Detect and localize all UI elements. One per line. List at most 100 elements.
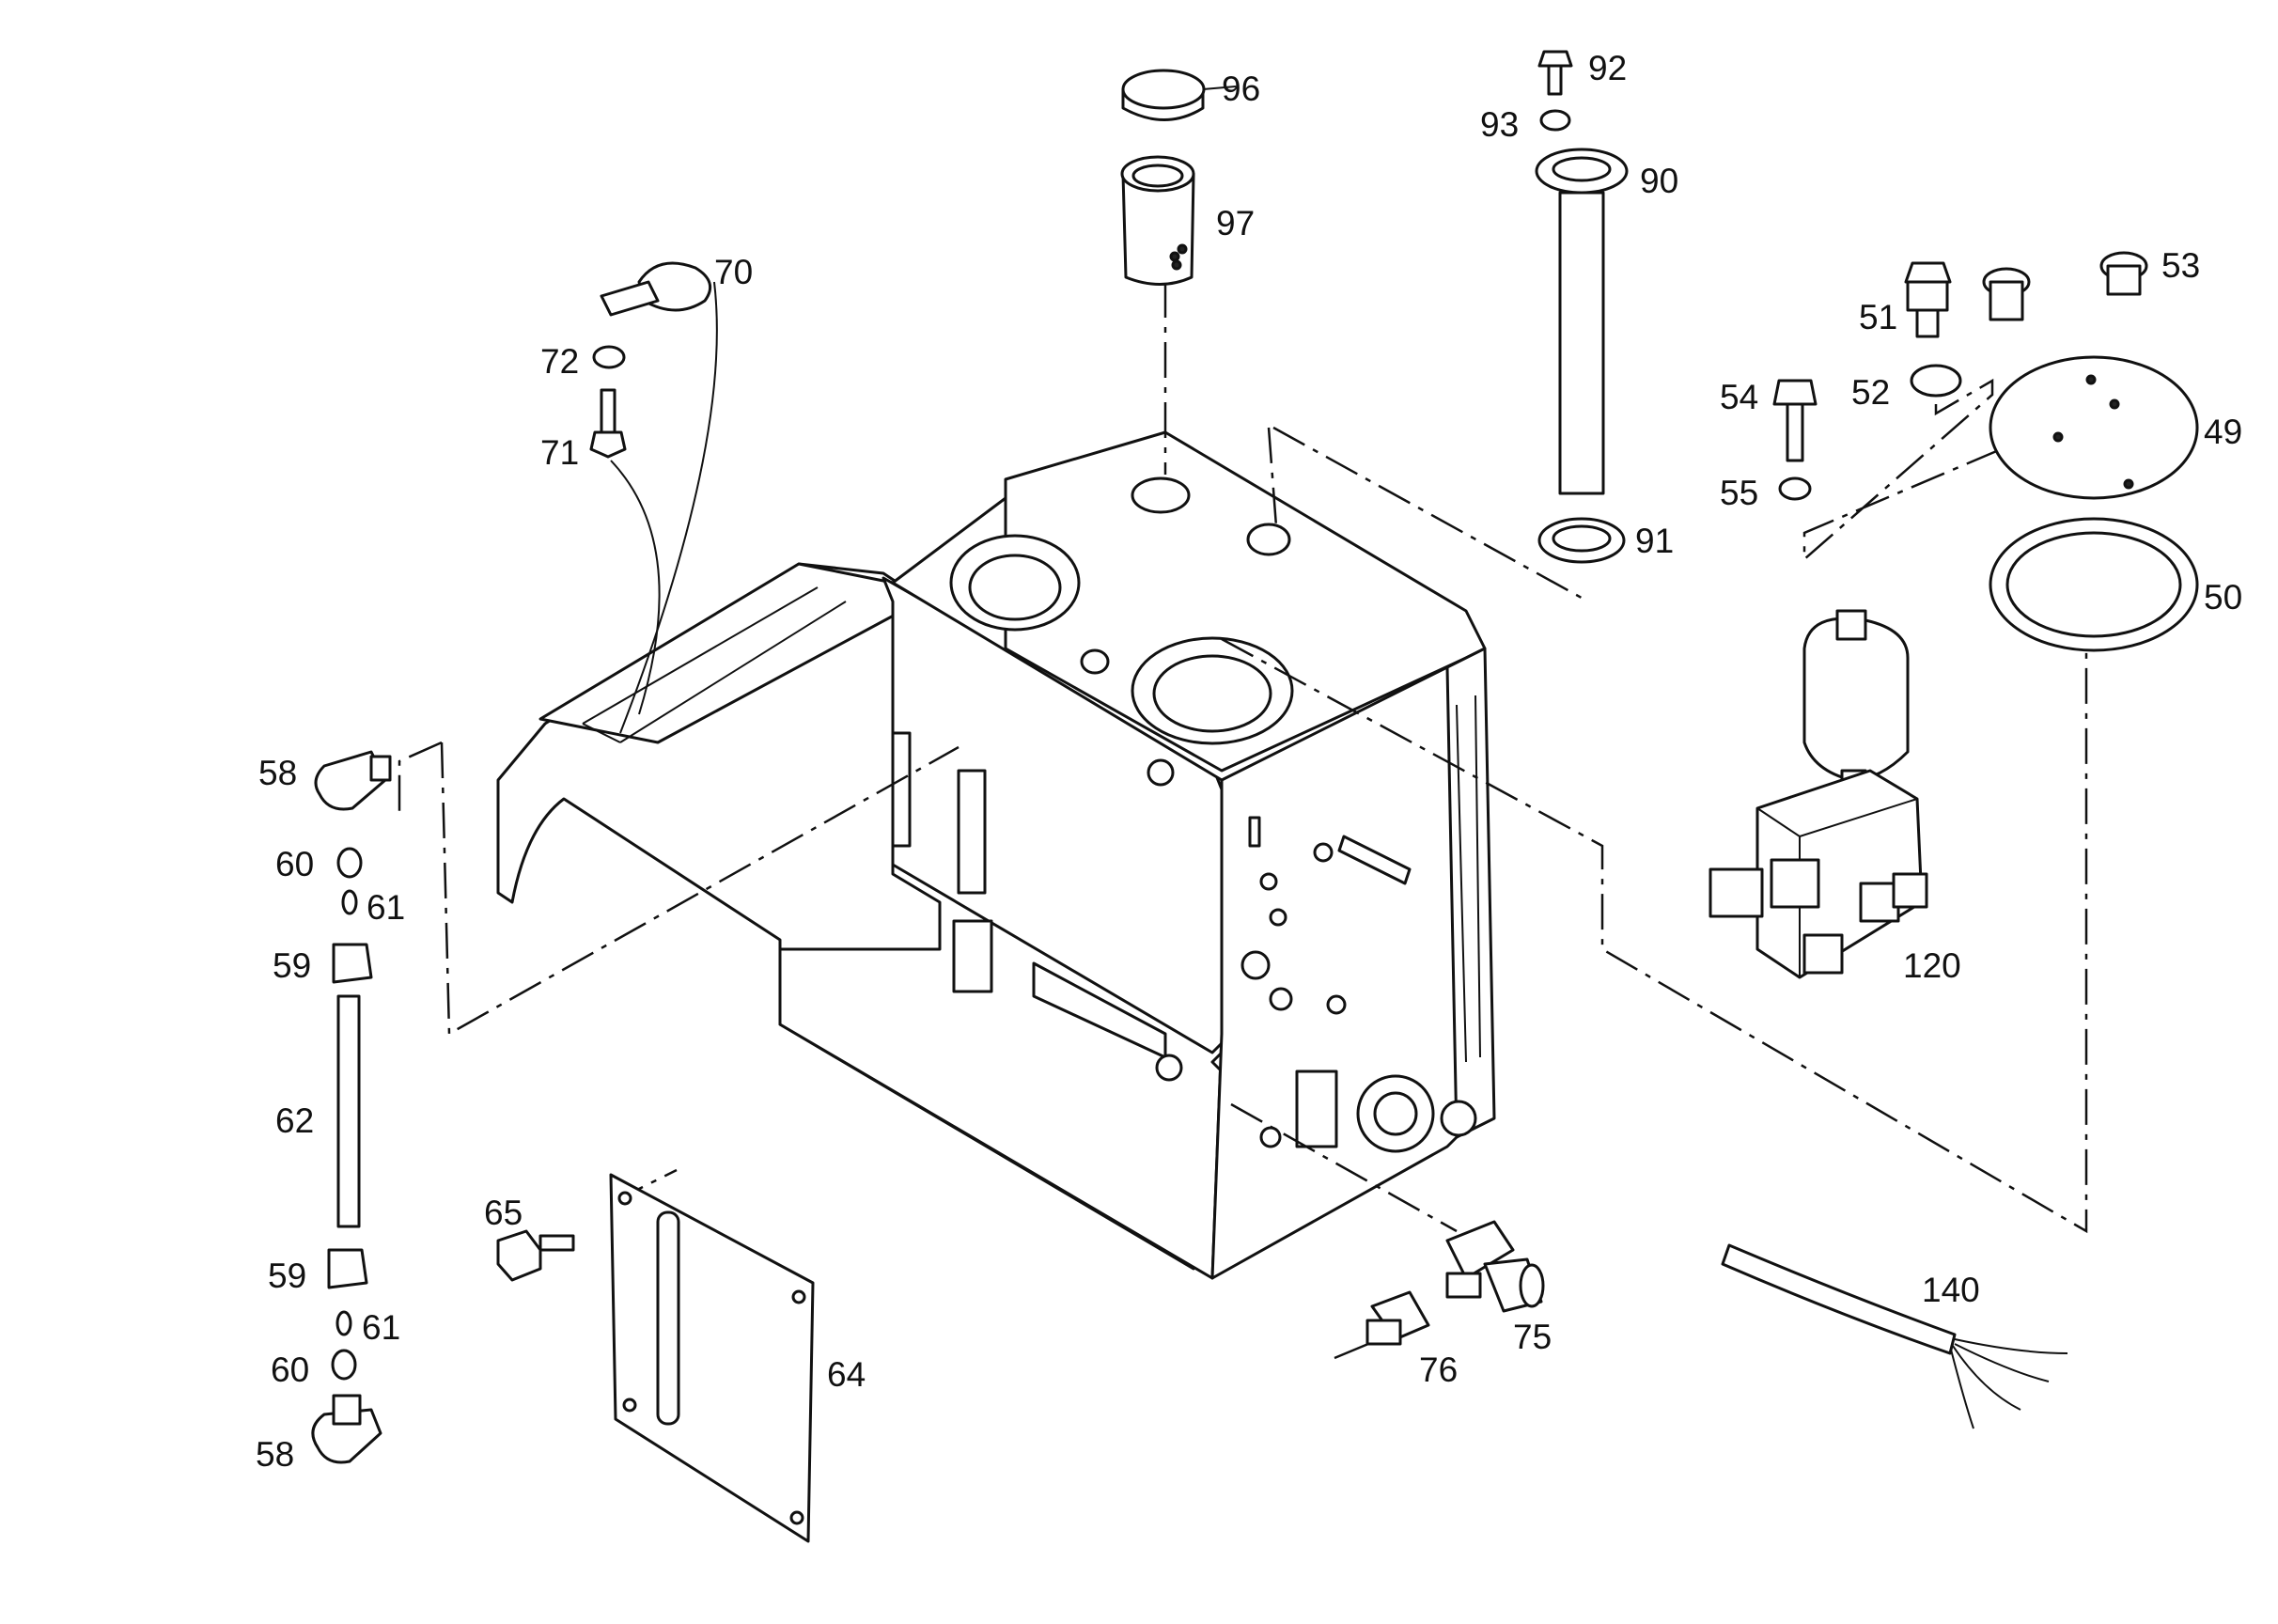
tank-bolt-i bbox=[1269, 908, 1287, 927]
part-51-fitting bbox=[1904, 261, 1952, 338]
leader-49-52 bbox=[1802, 378, 2064, 562]
part-59-top-nut bbox=[332, 943, 373, 984]
tank-body bbox=[496, 430, 1496, 1280]
leader-58-top bbox=[398, 741, 443, 818]
part-65-bolt bbox=[496, 1229, 575, 1282]
callout-59-top: 59 bbox=[273, 946, 311, 985]
tank-right-flange bbox=[1445, 647, 1496, 1139]
part-53-plug-b bbox=[2099, 251, 2148, 296]
callout-52: 52 bbox=[1851, 373, 1890, 412]
part-58-top-fitting bbox=[314, 750, 392, 811]
part-55-washer bbox=[1778, 476, 1812, 501]
callout-91: 91 bbox=[1635, 522, 1674, 560]
tank-boss-91 bbox=[1246, 523, 1291, 556]
tank-boss-97 bbox=[1131, 476, 1191, 514]
callout-61-bottom: 61 bbox=[362, 1308, 400, 1347]
tank-bolt-b bbox=[1269, 987, 1293, 1011]
callout-60-bottom: 60 bbox=[271, 1351, 309, 1389]
callout-70: 70 bbox=[714, 253, 753, 291]
part-49-cover bbox=[1989, 355, 2199, 500]
part-71-head bbox=[589, 430, 627, 459]
tank-slot-bracket bbox=[891, 731, 912, 848]
leader-76 bbox=[1334, 1333, 1392, 1360]
part-72-washer bbox=[592, 345, 626, 369]
leader-91-tank bbox=[1267, 426, 1589, 603]
part-59-bottom-nut bbox=[327, 1248, 368, 1289]
part-64-cover-plate bbox=[609, 1173, 815, 1543]
callout-55: 55 bbox=[1720, 474, 1758, 512]
leader-right-chain bbox=[1221, 637, 2088, 1234]
part-93-washer bbox=[1539, 109, 1571, 132]
part-75-elbow bbox=[1445, 1220, 1545, 1313]
callout-58-top: 58 bbox=[258, 754, 297, 792]
callout-50: 50 bbox=[2204, 578, 2242, 617]
part-71-shank bbox=[600, 388, 616, 434]
part-54-bolt bbox=[1772, 379, 1818, 462]
leader-71-curve bbox=[610, 460, 661, 715]
tank-block-small bbox=[952, 919, 993, 993]
tank-bolt-f bbox=[1259, 1126, 1282, 1148]
callout-61-top: 61 bbox=[367, 888, 405, 927]
leader-58-to-tank bbox=[440, 742, 960, 1037]
tank-block-lower-right bbox=[1295, 1070, 1338, 1148]
tank-fill-opening-large-inner bbox=[968, 554, 1062, 621]
callout-labels: 96 97 92 93 90 91 70 72 71 53 51 52 54 5… bbox=[256, 49, 2242, 1474]
part-61-top bbox=[341, 889, 358, 915]
part-76-adapter bbox=[1365, 1290, 1430, 1346]
part-58-bottom-fitting bbox=[311, 1394, 382, 1464]
leader-70-curve bbox=[619, 281, 718, 734]
tank-slot-bracket-2 bbox=[957, 769, 987, 895]
part-70-tab bbox=[600, 280, 660, 317]
callout-53: 53 bbox=[2161, 246, 2200, 285]
callout-58-bottom: 58 bbox=[256, 1435, 294, 1474]
part-52-seal bbox=[1910, 364, 1962, 398]
tank-bolt-g bbox=[1313, 842, 1334, 863]
callout-59-bottom: 59 bbox=[268, 1257, 306, 1295]
tank-boss-small bbox=[1080, 648, 1110, 675]
part-120-valve bbox=[1708, 609, 1928, 979]
callout-62: 62 bbox=[275, 1101, 314, 1140]
part-60-bottom bbox=[331, 1349, 357, 1381]
tank-slot-small bbox=[1248, 816, 1261, 848]
callout-49: 49 bbox=[2204, 413, 2242, 451]
part-60-top bbox=[336, 847, 363, 879]
tank-flange-slot bbox=[1456, 695, 1481, 1063]
tank-port-flange-inner bbox=[1373, 1091, 1418, 1136]
part-53-plug-a bbox=[1982, 267, 2031, 321]
part-61-bottom bbox=[335, 1310, 352, 1336]
part-50-gasket bbox=[1989, 517, 2199, 652]
tank-bolt-c bbox=[1326, 994, 1347, 1015]
callout-96: 96 bbox=[1222, 70, 1260, 108]
tank-bolt-d bbox=[1155, 1054, 1183, 1082]
callout-93: 93 bbox=[1480, 105, 1519, 144]
callout-75: 75 bbox=[1513, 1318, 1552, 1356]
part-92-bolt bbox=[1537, 50, 1573, 96]
callout-60-top: 60 bbox=[275, 845, 314, 883]
callout-65: 65 bbox=[484, 1194, 523, 1232]
tank-strap bbox=[1337, 835, 1412, 885]
leader-75-tank bbox=[1230, 1102, 1458, 1233]
part-90-dipstick bbox=[1535, 148, 1629, 495]
callout-97: 97 bbox=[1216, 204, 1255, 242]
callout-140: 140 bbox=[1922, 1271, 1980, 1309]
part-71-bolt bbox=[589, 388, 627, 459]
callout-72: 72 bbox=[540, 342, 579, 381]
callout-76: 76 bbox=[1419, 1351, 1458, 1389]
callout-71: 71 bbox=[540, 433, 579, 472]
tank-bolt-h bbox=[1259, 872, 1278, 891]
part-97-tube bbox=[1120, 155, 1195, 286]
callout-64: 64 bbox=[827, 1355, 866, 1394]
part-70-cap bbox=[600, 261, 712, 317]
tank-chute-inner bbox=[582, 586, 847, 743]
part-62-tube bbox=[336, 994, 361, 1228]
tank-port-bottom-right bbox=[1440, 1100, 1477, 1137]
assembly-lines bbox=[398, 281, 2088, 1360]
tank-bolt-e bbox=[1240, 950, 1271, 980]
callout-120: 120 bbox=[1903, 946, 1961, 985]
callout-90: 90 bbox=[1640, 162, 1678, 200]
callout-54: 54 bbox=[1720, 378, 1758, 416]
part-91-gasket bbox=[1537, 517, 1626, 564]
callout-51: 51 bbox=[1859, 298, 1897, 336]
tank-opening-center-inner bbox=[1152, 654, 1272, 733]
